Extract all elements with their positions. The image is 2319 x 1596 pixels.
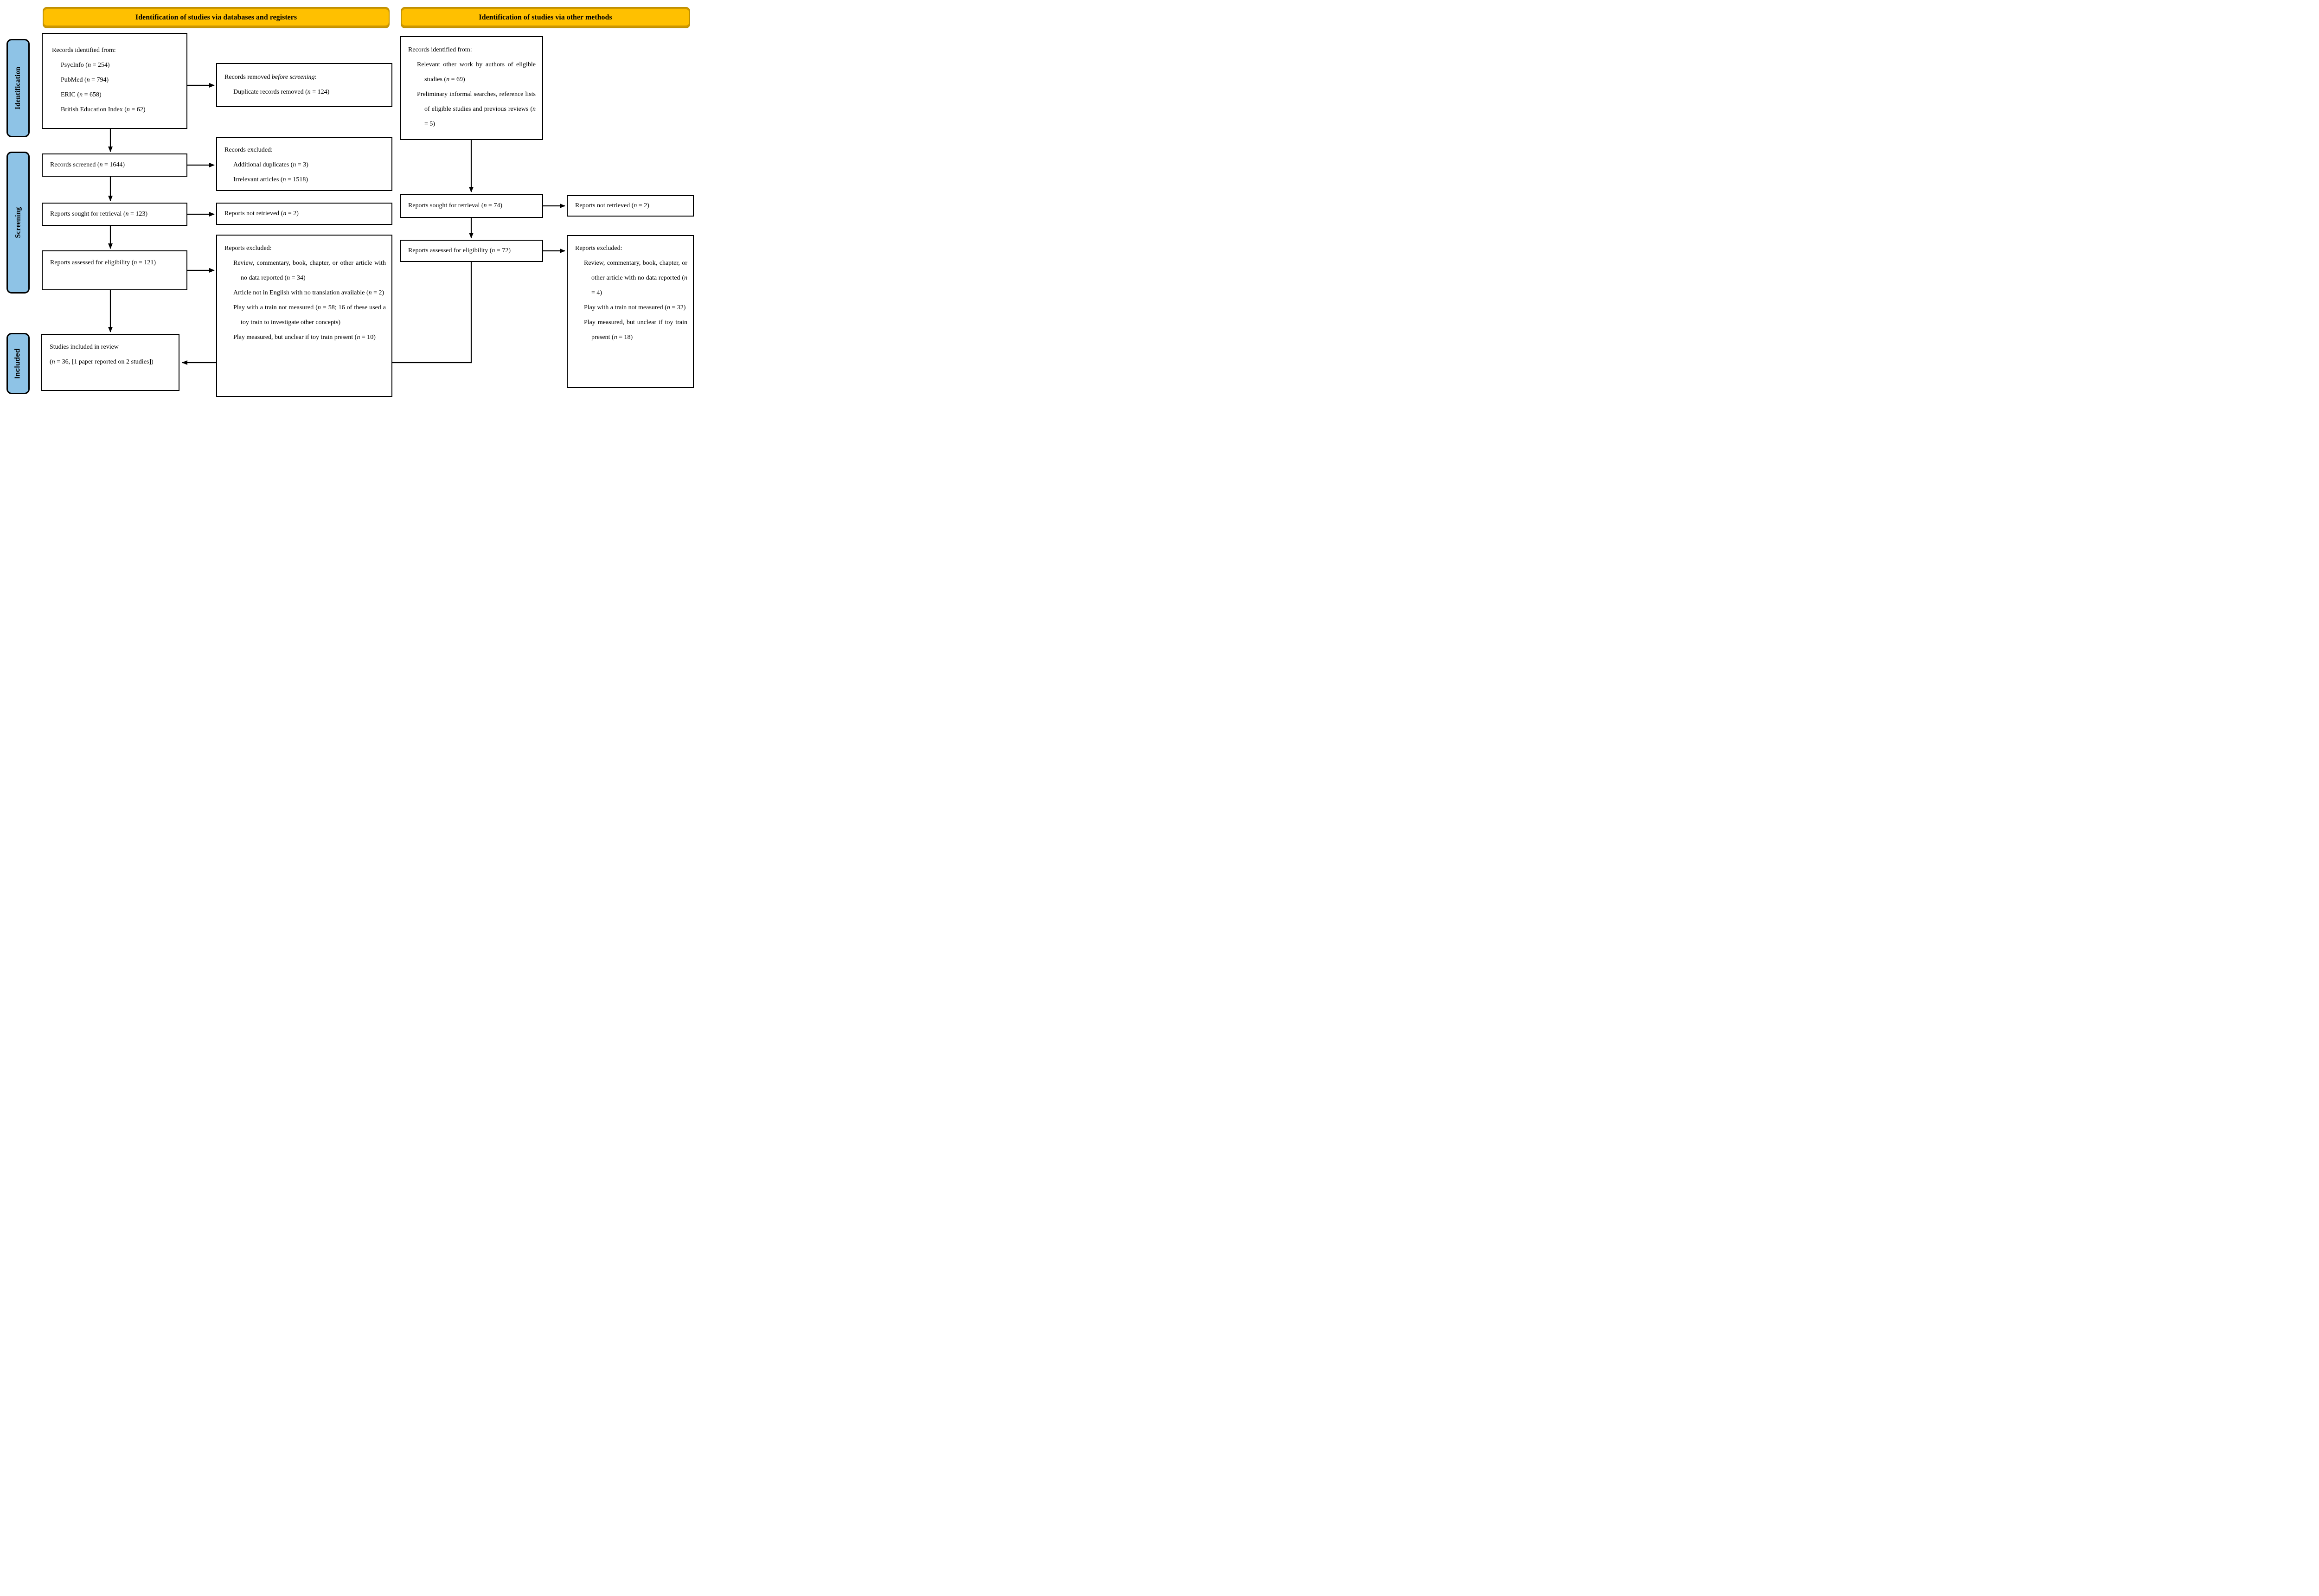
- box-text-line: Play measured, but unclear if toy train …: [233, 334, 376, 341]
- box-text-line: Review, commentary, book, chapter, or ot…: [233, 260, 386, 281]
- box-records-identified-other-methods: Records identified from: Relevant other w…: [400, 36, 543, 140]
- box-text-line: Reports not retrieved (n = 2): [224, 210, 299, 217]
- box-records-excluded: Records excluded: Additional duplicates (…: [216, 137, 392, 191]
- box-text-line: Records identified from:: [52, 47, 116, 54]
- box-text-line: ERIC (n = 658): [61, 91, 102, 98]
- box-text-line: Review, commentary, book, chapter, or ot…: [584, 260, 687, 296]
- box-text-line: Reports assessed for eligibility (n = 72…: [408, 247, 511, 254]
- box-text-line: Reports sought for retrieval (n = 123): [50, 211, 148, 217]
- box-text-line: Play measured, but unclear if toy train …: [584, 319, 687, 341]
- stage-label-screening-text: Screening: [14, 207, 22, 238]
- box-text-line: Relevant other work by authors of eligib…: [417, 61, 536, 83]
- stage-label-identification-text: Identification: [14, 66, 22, 110]
- box-text-line: Records removed before screening:: [224, 74, 317, 81]
- box-records-removed-before-screening: Records removed before screening: Duplica…: [216, 63, 392, 107]
- box-records-identified-databases: Records identified from: PsycInfo (n = 25…: [42, 33, 187, 129]
- stage-label-screening: Screening: [6, 152, 30, 294]
- box-text-line: Records excluded:: [224, 147, 273, 153]
- box-records-screened: Records screened (n = 1644): [42, 153, 187, 177]
- box-reports-excluded-other-methods: Reports excluded: Review, commentary, boo…: [567, 235, 694, 388]
- box-text-line: Reports not retrieved (n = 2): [575, 202, 649, 209]
- prisma-flow-diagram: Identification of studies via databases …: [0, 0, 698, 399]
- box-reports-assessed-other-methods: Reports assessed for eligibility (n = 72…: [400, 240, 543, 262]
- box-text-line: Preliminary informal searches, reference…: [417, 91, 536, 128]
- box-text-line: PubMed (n = 794): [61, 77, 109, 83]
- box-text-line: Reports sought for retrieval (n = 74): [408, 202, 503, 209]
- box-text-line: Duplicate records removed (n = 124): [233, 89, 330, 96]
- box-text-line: Article not in English with no translati…: [233, 289, 384, 296]
- box-text-line: PsycInfo (n = 254): [61, 62, 110, 69]
- stage-label-identification: Identification: [6, 39, 30, 137]
- box-text-line: Reports excluded:: [224, 245, 272, 252]
- box-reports-assessed-databases: Reports assessed for eligibility (n = 12…: [42, 250, 187, 290]
- box-reports-sought-databases: Reports sought for retrieval (n = 123): [42, 203, 187, 226]
- box-text-line: Records screened (n = 1644): [50, 161, 125, 168]
- box-text-line: Records identified from:: [408, 46, 472, 53]
- box-reports-sought-other-methods: Reports sought for retrieval (n = 74): [400, 194, 543, 218]
- box-text-line: Reports excluded:: [575, 245, 622, 252]
- box-reports-not-retrieved-databases: Reports not retrieved (n = 2): [216, 203, 392, 225]
- box-text-line: Reports assessed for eligibility (n = 12…: [50, 259, 156, 266]
- box-text-line: Play with a train not measured (n = 58; …: [233, 304, 386, 326]
- stage-label-included: Included: [6, 333, 30, 394]
- box-text-line: British Education Index (n = 62): [61, 106, 146, 113]
- box-text-line: Irrelevant articles (n = 1518): [233, 176, 308, 183]
- box-text-line: Studies included in review: [50, 344, 119, 351]
- box-reports-excluded-databases: Reports excluded: Review, commentary, boo…: [216, 235, 392, 397]
- header-other-methods: Identification of studies via other meth…: [401, 7, 690, 28]
- header-databases-registers: Identification of studies via databases …: [43, 7, 390, 28]
- stage-label-included-text: Included: [14, 348, 22, 379]
- box-studies-included-in-review: Studies included in review (n = 36, [1 pa…: [41, 334, 179, 391]
- box-text-line: Play with a train not measured (n = 32): [584, 304, 686, 311]
- box-text-line: (n = 36, [1 paper reported on 2 studies]…: [50, 358, 154, 365]
- box-reports-not-retrieved-other-methods: Reports not retrieved (n = 2): [567, 195, 694, 217]
- box-text-line: Additional duplicates (n = 3): [233, 161, 308, 168]
